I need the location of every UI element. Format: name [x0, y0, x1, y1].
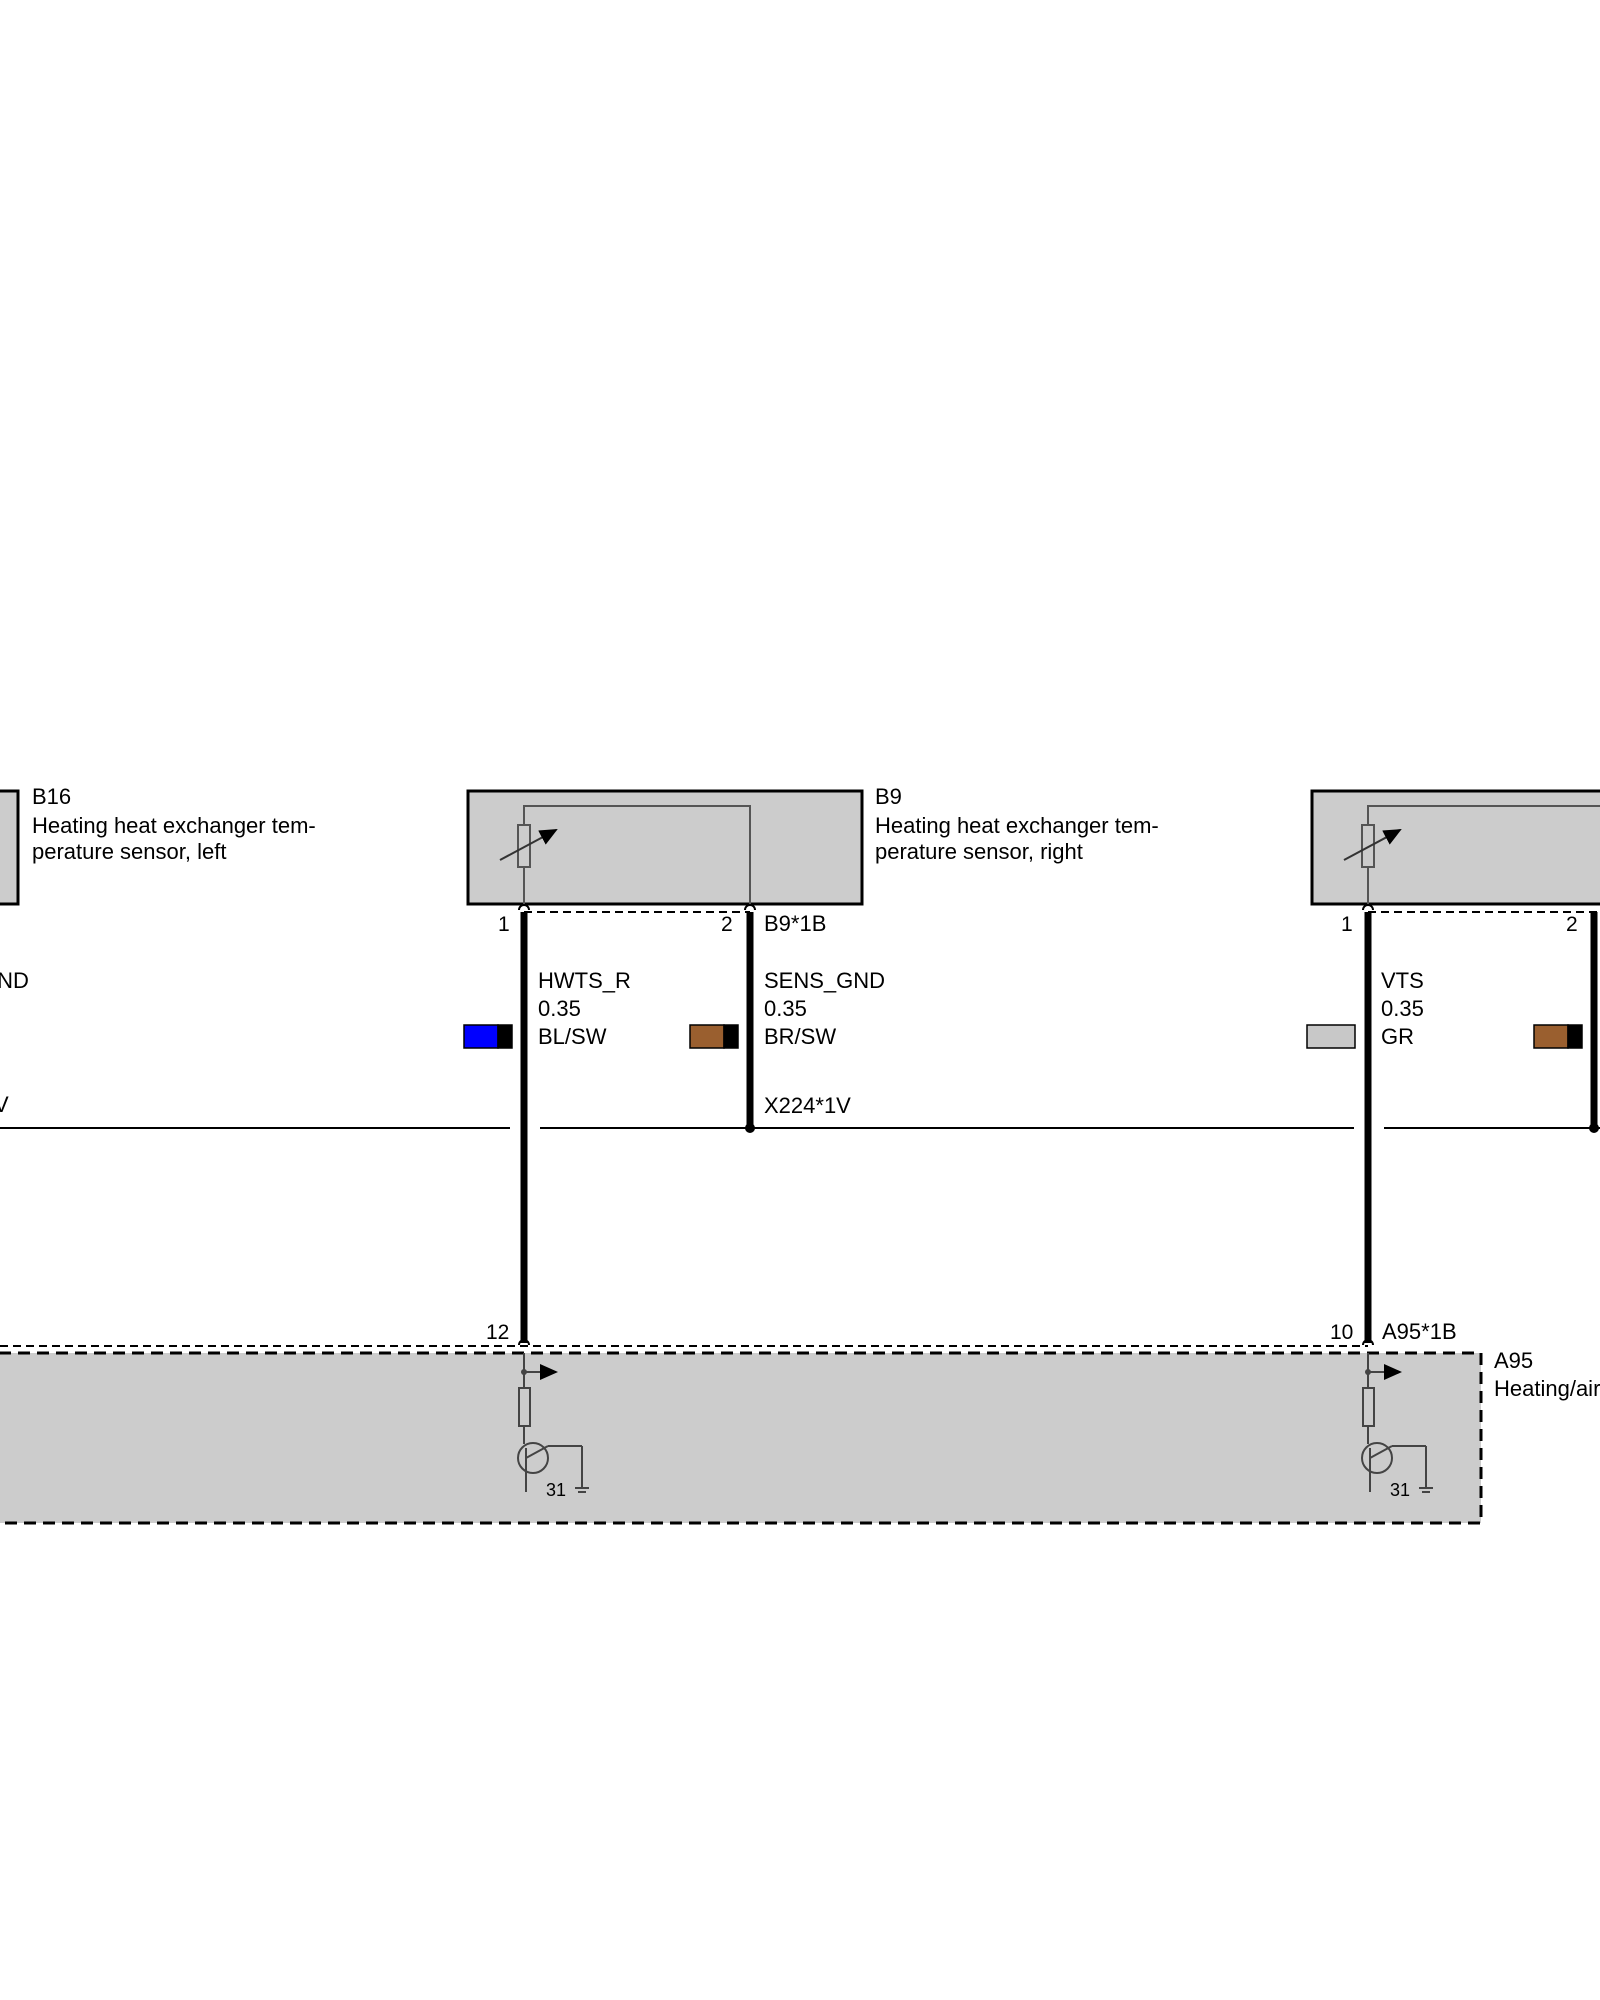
splice-node-sens-gnd: [745, 1123, 755, 1133]
wire-hwts-r-gauge: 0.35: [538, 996, 581, 1021]
right-sensor-box: [1310, 789, 1600, 906]
a95-input-circuit-12: [517, 1353, 589, 1493]
right-sensor-resistor: [1361, 824, 1375, 868]
right-sensor: [1310, 789, 1600, 906]
b16-desc-line2: perature sensor, left: [32, 839, 226, 864]
a95-plug-label: A95*1B: [1382, 1319, 1457, 1344]
a95-ground-label-left: 31: [546, 1480, 566, 1500]
wire-hwts-r-color-code: BL/SW: [538, 1024, 607, 1049]
ground-splice-label: X224*1V: [764, 1093, 851, 1118]
b9-desc-line1: Heating heat exchanger tem-: [875, 813, 1159, 838]
b9-pin1-label: 1: [498, 913, 510, 936]
b9-variable-arrow: [499, 829, 558, 861]
wire-right-gnd-color-swatch: [1533, 1024, 1569, 1049]
wire-vts-color-swatch: [1306, 1024, 1356, 1049]
a95-ground-label-right: 31: [1390, 1480, 1410, 1500]
b9-sensor-box: [466, 789, 864, 906]
wire-sens-gnd-color-code: BR/SW: [764, 1024, 836, 1049]
b16-desc-line1: Heating heat exchanger tem-: [32, 813, 316, 838]
right-sensor-pin1-label: 1: [1341, 913, 1353, 936]
right-sensor-variable-arrow: [1343, 829, 1402, 861]
a95-pin12-terminal: [518, 1339, 530, 1346]
a95-pin10-label: 10: [1330, 1321, 1353, 1344]
a95-id-label: A95: [1494, 1348, 1533, 1373]
b9-sensor: [466, 789, 864, 906]
a95-pin10-terminal: [1362, 1339, 1374, 1346]
wire-right-gnd-stripe-swatch: [1567, 1024, 1583, 1049]
b9-id-label: B9: [875, 784, 902, 809]
b9-pin2-label: 2: [721, 913, 733, 936]
left-splice-label-partial: V: [0, 1092, 9, 1117]
right-sensor-pin2-label: 2: [1566, 913, 1578, 936]
wire-sens-gnd-color-swatch: [689, 1024, 725, 1049]
b9-desc-line2: perature sensor, right: [875, 839, 1083, 864]
b9-pin2-terminal: [744, 904, 756, 911]
wire-vts-signal: VTS: [1381, 968, 1424, 993]
wire-vts-color-code: GR: [1381, 1024, 1414, 1049]
a95-input-circuit-10: [1361, 1353, 1433, 1493]
wire-hwts-r-stripe-swatch: [497, 1024, 513, 1049]
wire-sens-gnd-signal: SENS_GND: [764, 968, 885, 993]
a95-pin12-label: 12: [486, 1321, 509, 1344]
b16-id-label: B16: [32, 784, 71, 809]
splice-node-right-gnd: [1589, 1123, 1599, 1133]
b9-ntc-resistor: [517, 824, 531, 868]
left-wire-signal-partial: GND: [0, 968, 29, 993]
b16-sensor-box: [0, 789, 20, 906]
right-sensor-internal-circuit: [1367, 805, 1600, 904]
a95-control-unit-box: [0, 1351, 1483, 1525]
wire-sens-gnd-gauge: 0.35: [764, 996, 807, 1021]
wire-hwts-r-color-swatch: [463, 1024, 499, 1049]
b9-pin1-terminal: [518, 904, 530, 911]
wire-hwts-r-signal: HWTS_R: [538, 968, 631, 993]
wire-sens-gnd-stripe-swatch: [723, 1024, 739, 1049]
b9-plug-label: B9*1B: [764, 911, 826, 936]
right-sensor-pin1-terminal: [1362, 904, 1374, 911]
a95-desc-line1: Heating/air: [1494, 1376, 1600, 1401]
wire-vts-gauge: 0.35: [1381, 996, 1424, 1021]
